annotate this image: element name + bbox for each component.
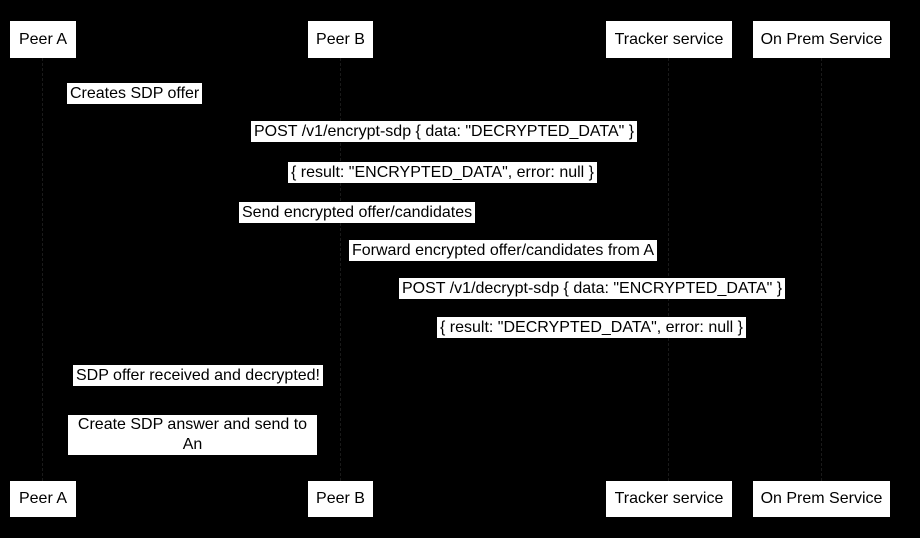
participant-on-prem-service-top: On Prem Service <box>753 21 890 58</box>
note-create-sdp-answer: Create SDP answer and send to An using t… <box>68 415 317 473</box>
lifeline-on-prem-service <box>821 58 822 481</box>
message-encrypt-result: { result: "ENCRYPTED_DATA", error: null … <box>288 162 598 183</box>
message-send-encrypted-offer: Send encrypted offer/candidates <box>239 202 476 223</box>
participant-tracker-service-top: Tracker service <box>606 21 732 58</box>
participant-on-prem-service-bottom: On Prem Service <box>753 481 890 517</box>
participant-peer-b-bottom: Peer B <box>308 481 373 517</box>
message-post-decrypt-sdp: POST /v1/decrypt-sdp { data: "ENCRYPTED_… <box>399 278 786 299</box>
message-post-encrypt-sdp: POST /v1/encrypt-sdp { data: "DECRYPTED_… <box>251 121 638 142</box>
note-line-1: Create SDP answer and send to An <box>77 416 308 453</box>
lifeline-peer-b <box>340 58 341 481</box>
participant-tracker-service-bottom: Tracker service <box>606 481 732 517</box>
message-sdp-offer-received: SDP offer received and decrypted! <box>73 365 323 386</box>
participant-peer-a-top: Peer A <box>10 21 76 58</box>
participant-peer-a-bottom: Peer A <box>10 481 76 517</box>
lifeline-peer-a <box>42 58 43 481</box>
message-decrypt-result: { result: "DECRYPTED_DATA", error: null … <box>437 317 747 338</box>
message-forward-encrypted-offer: Forward encrypted offer/candidates from … <box>349 240 658 261</box>
note-line-2: using the same mechanism <box>95 456 290 473</box>
participant-peer-b-top: Peer B <box>308 21 373 58</box>
lifeline-tracker-service <box>668 58 669 481</box>
message-creates-sdp-offer: Creates SDP offer <box>67 83 203 104</box>
